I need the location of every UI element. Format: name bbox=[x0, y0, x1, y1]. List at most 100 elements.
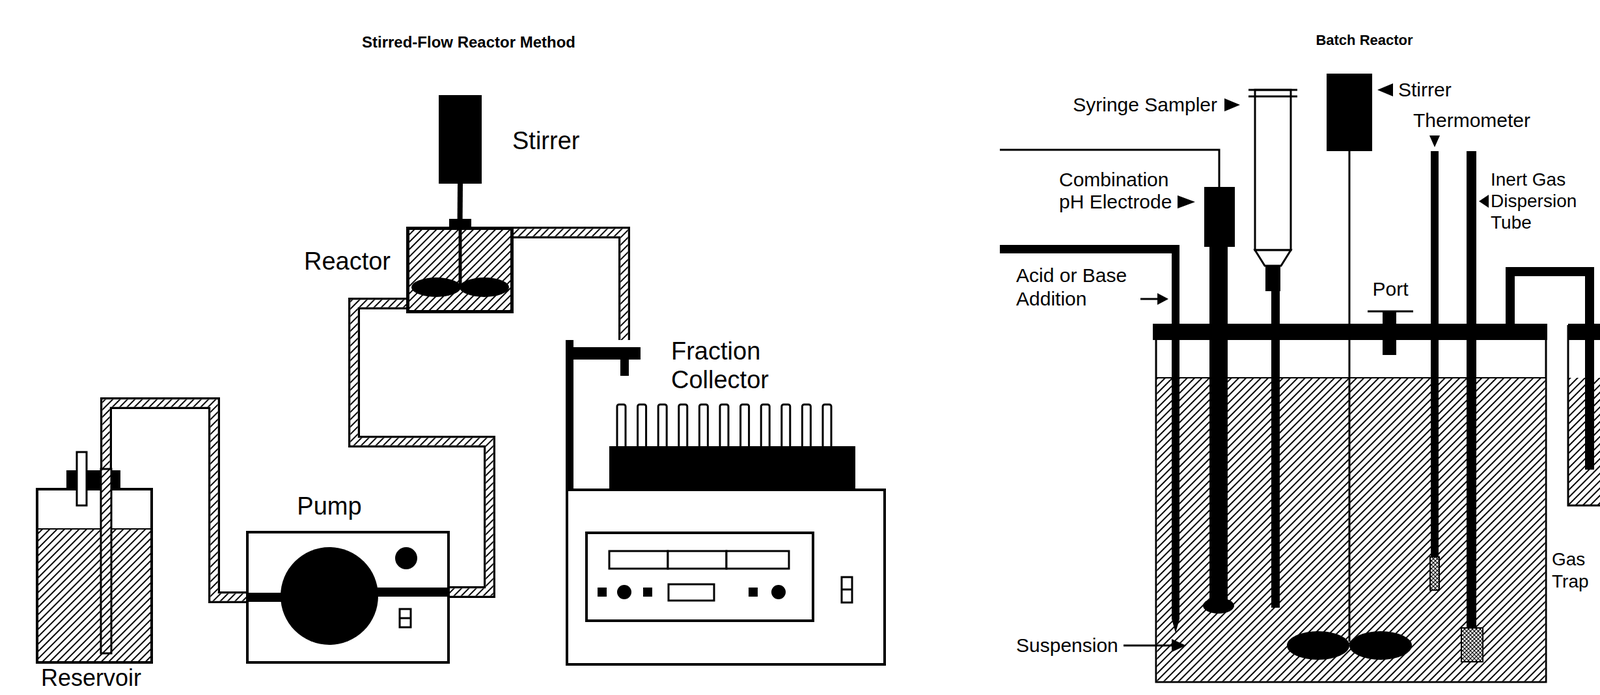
pump-unit: Pump bbox=[246, 530, 450, 664]
impeller-blade bbox=[411, 277, 461, 297]
fraction-collector: Fraction Collector bbox=[565, 339, 886, 666]
panel-button bbox=[748, 587, 758, 597]
reactor-shaft bbox=[458, 226, 463, 286]
panel-knob bbox=[771, 584, 786, 599]
part-label: Pump bbox=[296, 491, 362, 521]
stirrer-shaft bbox=[1348, 151, 1351, 642]
electrode-head bbox=[1204, 186, 1235, 247]
panel-title: Stirred-Flow Reactor Method bbox=[361, 32, 576, 53]
leader-arrowhead bbox=[1177, 195, 1196, 209]
reservoir-bottle-shape bbox=[35, 487, 153, 664]
label-holder: Thermometer bbox=[1413, 109, 1531, 132]
leader-arrowhead bbox=[1429, 135, 1440, 148]
part-label: Gas Trap bbox=[1551, 548, 1598, 593]
leader-arrowhead bbox=[1171, 638, 1187, 652]
pump-head bbox=[280, 546, 379, 645]
thermometer-bulb bbox=[1430, 556, 1440, 590]
control-panel bbox=[586, 532, 814, 621]
part-label: Combination pH Electrode bbox=[1059, 168, 1190, 213]
bottle-wall bbox=[37, 488, 152, 663]
label-holder: Suspension bbox=[1016, 634, 1119, 657]
part-label: Suspension bbox=[1016, 634, 1119, 657]
gas-trap-wall bbox=[1568, 324, 1600, 506]
pump-switch bbox=[399, 617, 411, 620]
reservoir-bottle: Reservoir bbox=[35, 487, 153, 664]
port-stem bbox=[1382, 311, 1397, 355]
syringe-needle bbox=[1271, 290, 1280, 608]
panel-display bbox=[668, 583, 715, 601]
syringe-barrel bbox=[1255, 89, 1291, 250]
display-window bbox=[667, 550, 727, 569]
panel-title: Batch Reactor bbox=[1315, 31, 1413, 50]
label-holder: Acid or Base Addition bbox=[1016, 263, 1147, 311]
leader-arrowhead bbox=[1157, 292, 1169, 305]
tube-wall bbox=[513, 232, 625, 340]
stirrer-motor: Stirrer bbox=[438, 95, 482, 184]
drop-nozzle bbox=[620, 346, 629, 376]
label-holder: Gas Trap bbox=[1551, 548, 1598, 593]
impeller-blade bbox=[1286, 630, 1350, 660]
collection-tube bbox=[822, 404, 832, 450]
part-label: Inert Gas Dispersion Tube bbox=[1490, 168, 1582, 234]
syringe-flange bbox=[1248, 95, 1298, 98]
pump-unit-shape bbox=[246, 530, 450, 664]
leader-arrowhead bbox=[1478, 194, 1489, 208]
shaft-collar bbox=[449, 218, 472, 228]
pump-knob bbox=[395, 546, 418, 569]
bottle-stopper bbox=[66, 469, 121, 489]
vent-tube bbox=[76, 451, 87, 506]
leader-arrowhead bbox=[1224, 98, 1241, 112]
display-window bbox=[609, 550, 668, 569]
part-label: Acid or Base Addition bbox=[1016, 263, 1147, 311]
collection-tube bbox=[617, 404, 626, 450]
reservoir-liquid bbox=[38, 528, 151, 661]
impeller-blade bbox=[1349, 630, 1412, 660]
dispersion-frit bbox=[1461, 627, 1483, 662]
part-label: Stirrer bbox=[1398, 78, 1452, 101]
impeller-blade bbox=[459, 277, 510, 297]
collector-post bbox=[565, 339, 574, 491]
leader-line bbox=[1140, 298, 1159, 301]
panel-button bbox=[597, 587, 607, 597]
label-holder: Stirred-Flow Reactor Method bbox=[361, 32, 576, 53]
part-label: Reservoir bbox=[41, 665, 142, 690]
label-holder: Inert Gas Dispersion Tube bbox=[1490, 168, 1582, 234]
dip-tube bbox=[100, 468, 112, 653]
panel-button bbox=[643, 587, 653, 597]
power-switch bbox=[841, 588, 853, 591]
collector-arm bbox=[565, 346, 641, 360]
acid-base-tube bbox=[999, 244, 1180, 633]
collection-tube bbox=[760, 404, 770, 450]
syringe-flange bbox=[1248, 89, 1298, 92]
collection-tube bbox=[719, 404, 729, 450]
electrode-rod bbox=[1209, 246, 1228, 603]
panel-knob bbox=[617, 584, 632, 599]
tube-bore bbox=[513, 232, 625, 340]
dispersion-tube bbox=[1466, 151, 1477, 629]
gas-outlet-tube bbox=[1510, 271, 1590, 470]
power-switch bbox=[841, 576, 853, 603]
syringe-hub bbox=[1265, 265, 1281, 291]
label-holder: Stirrer bbox=[1398, 78, 1452, 101]
collection-tube bbox=[658, 404, 667, 450]
label-holder: Combination pH Electrode bbox=[1059, 168, 1190, 213]
part-label: Syringe Sampler bbox=[1072, 93, 1218, 116]
part-label: Port bbox=[1372, 277, 1408, 301]
tube-rack bbox=[609, 445, 856, 490]
label-holder: Port bbox=[1372, 277, 1408, 301]
label-holder: Syringe Sampler bbox=[1072, 93, 1218, 116]
stirrer-motor-shape bbox=[438, 95, 482, 184]
collection-tube bbox=[637, 404, 647, 450]
collection-tube bbox=[781, 404, 791, 450]
tube-fill bbox=[513, 232, 625, 340]
part-label: Fraction Collector bbox=[671, 336, 808, 394]
part-label: Thermometer bbox=[1413, 109, 1531, 132]
stirrer-motor bbox=[1326, 73, 1373, 152]
part-label: Stirrer bbox=[512, 126, 580, 155]
electrode-bulb bbox=[1202, 597, 1235, 614]
leader-line bbox=[1123, 644, 1173, 647]
gas-trap-lid bbox=[1568, 323, 1600, 340]
collection-tube bbox=[801, 404, 811, 450]
thermometer-rod bbox=[1430, 151, 1439, 590]
